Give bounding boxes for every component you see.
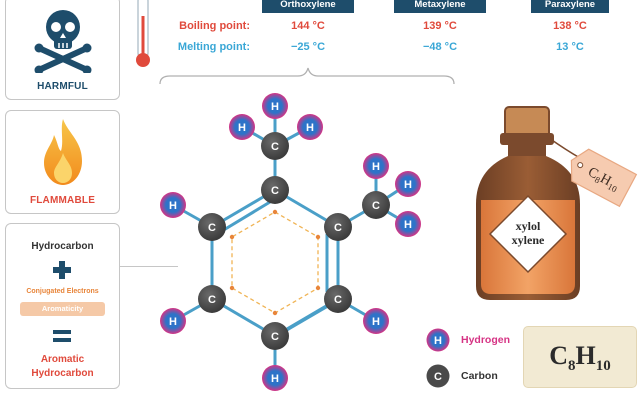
carbon-legend-icon: C [426, 364, 450, 388]
formula-text: C8H10 [549, 341, 611, 375]
hydrogen-atom: H [363, 153, 389, 179]
bracket [159, 67, 455, 85]
melting-ortho-value: −25 °C [290, 41, 326, 53]
carbon-atom: C [324, 213, 352, 241]
svg-text:C: C [271, 141, 279, 153]
harmful-panel: HARMFUL [5, 0, 120, 100]
boiling-para-value: 138 °C [553, 20, 587, 32]
hydrogen-atom: H [160, 192, 186, 218]
thermometer-icon [136, 0, 150, 67]
carbon-atom: C [261, 132, 289, 160]
plus-icon [53, 261, 71, 279]
carbon-atom: C [362, 191, 390, 219]
aromatic-panel: Hydrocarbon Conjugated Electrons Aromati… [5, 223, 120, 389]
svg-text:H: H [372, 316, 380, 328]
hydrogen-atom: H [297, 114, 323, 140]
svg-text:C: C [434, 371, 442, 383]
svg-text:H: H [169, 316, 177, 328]
hydrogen-legend-icon: H [426, 328, 450, 352]
flammable-label: FLAMMABLE [29, 195, 96, 206]
boiling-meta-value: 139 °C [423, 20, 457, 32]
hydrocarbon-text: Hydrocarbon [31, 241, 94, 252]
conjugated-electrons-text: Conjugated Electrons [26, 288, 99, 295]
flammable-panel: FLAMMABLE [5, 110, 120, 214]
svg-text:C: C [208, 222, 216, 234]
svg-text:C: C [271, 185, 279, 197]
hydrogen-atom: H [395, 171, 421, 197]
boiling-ortho-value: 144 °C [291, 20, 325, 32]
carbon-atoms: C C C C C C C C [198, 132, 390, 350]
xylene-bottle: xylol xylene C8H10 [476, 106, 638, 300]
hydrogen-legend-label: Hydrogen [461, 334, 511, 346]
svg-text:H: H [434, 335, 442, 347]
melting-point-label: Melting point: [177, 41, 250, 53]
svg-text:C: C [334, 222, 342, 234]
svg-text:H: H [404, 179, 412, 191]
svg-text:H: H [271, 101, 279, 113]
svg-text:H: H [404, 219, 412, 231]
carbon-atom: C [324, 285, 352, 313]
hydrogen-atom: H [229, 114, 255, 140]
hydrogen-atom: H [363, 308, 389, 334]
svg-text:C: C [334, 294, 342, 306]
bottle-tag-formula: C8H10 [585, 165, 622, 195]
equals-icon [53, 330, 71, 342]
melting-para-value: 13 °C [556, 41, 584, 53]
svg-text:C: C [271, 331, 279, 343]
aromatic-result-line1: Aromatic [40, 354, 85, 365]
connector-line [120, 266, 178, 267]
flame-icon [44, 119, 82, 185]
hydrogen-atom: H [160, 308, 186, 334]
harmful-label: HARMFUL [37, 81, 88, 92]
aromatic-result-line2: Hydrocarbon [31, 368, 94, 379]
skull-crossbones-icon [34, 10, 92, 73]
electron-dots [229, 209, 321, 316]
molecule-diagram: C C C C C C C C H H H H H H H H H H [160, 93, 421, 391]
formula-box: C8H10 [523, 326, 637, 388]
column-header-orthoxylene: Orthoxylene [262, 0, 354, 13]
svg-text:H: H [169, 200, 177, 212]
svg-text:H: H [306, 122, 314, 134]
hydrogen-atom: H [262, 365, 288, 391]
aromaticity-text: Aromaticity [41, 304, 84, 313]
column-header-metaxylene: Metaxylene [394, 0, 486, 13]
svg-text:C: C [372, 200, 380, 212]
carbon-atom: C [198, 213, 226, 241]
substituent-bonds [172, 106, 409, 378]
hydrogen-atoms: H H H H H H H H H H [160, 93, 421, 391]
svg-text:H: H [271, 373, 279, 385]
boiling-point-label: Boiling point: [179, 20, 250, 32]
svg-text:H: H [238, 122, 246, 134]
melting-meta-value: −48 °C [422, 41, 458, 53]
conjugated-ring [231, 211, 319, 314]
svg-text:C: C [208, 294, 216, 306]
carbon-atom: C [198, 285, 226, 313]
carbon-legend-label: Carbon [461, 370, 498, 382]
column-header-paraxylene: Paraxylene [531, 0, 609, 13]
aromaticity-badge: Aromaticity [20, 302, 105, 316]
bottle-label-line1: xylol [516, 219, 541, 233]
svg-text:H: H [372, 161, 380, 173]
hydrogen-atom: H [395, 211, 421, 237]
carbon-atom: C [261, 176, 289, 204]
hydrogen-atom: H [262, 93, 288, 119]
bottle-label-line2: xylene [512, 233, 545, 247]
carbon-atom: C [261, 322, 289, 350]
